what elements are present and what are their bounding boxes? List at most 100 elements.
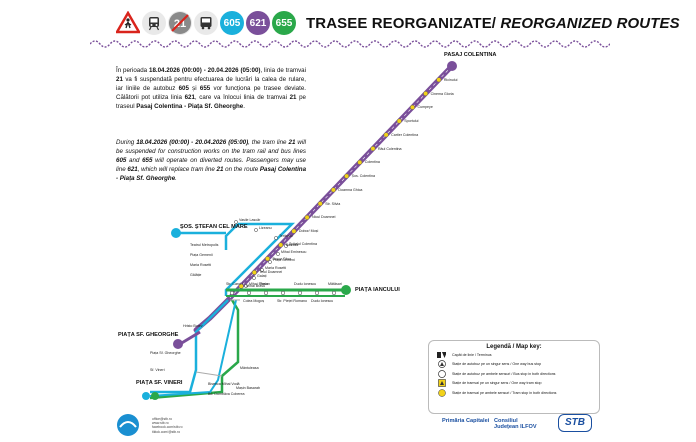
legend-row-tram-both: Stație de tramvai pe ambele sensuri / Tr… (429, 388, 599, 398)
stop-label: Galați (257, 274, 267, 278)
terminal-marker-605 (171, 228, 181, 238)
stop-label: Colea Mogoș (243, 299, 265, 303)
tram-stop-marker (436, 77, 442, 83)
bus-stop-marker (244, 284, 248, 288)
stop-label: Biserica Mihai Vodă (208, 382, 240, 386)
stop-label: Cartier Colentina (391, 132, 419, 137)
bus-stop-both-icon (437, 369, 446, 378)
header: 21 605 621 655 TRASEE REORGANIZATE/ REOR… (116, 10, 680, 36)
legend-title: Legendă / Map key: (486, 344, 542, 350)
bus-stop-marker (276, 252, 280, 256)
logo-primaria: Primăria Capitalei (442, 418, 490, 424)
legend-row-bus-oneway: Stație de autobuz pe un singur sens / On… (429, 360, 599, 370)
stop-label: Ricinului (443, 77, 458, 82)
stop-label: Mihai Bravu (246, 284, 266, 289)
stop-label: Maria Rosetti (190, 263, 212, 267)
stop-label: Gălăție (190, 273, 202, 277)
tram-stop-oneway-icon (437, 379, 446, 388)
tram-stop-marker (291, 228, 297, 234)
tram-stop-marker (331, 187, 336, 193)
tram-stop-marker (344, 173, 349, 179)
contact-tiktok[interactable]: tiktok.com/@stb.ro (152, 429, 181, 434)
terminal-marker-621 (447, 61, 457, 71)
terminal-marker-605-south (142, 392, 150, 400)
bus-stop-marker (274, 236, 278, 240)
stop-label: Spitalul Colentina (289, 242, 317, 246)
stop-label: Traian (260, 282, 271, 286)
tram-stop-marker (396, 118, 402, 124)
tram-stop-marker (278, 242, 284, 248)
bus-stop-marker (280, 290, 286, 296)
line-605-route-south (150, 299, 229, 394)
tram-stop-both-icon (437, 389, 446, 397)
legend-row-terminus: Capăt de linie / Terminus (429, 350, 599, 360)
bus-stop-marker (252, 276, 256, 280)
bus-stop-marker (229, 290, 235, 296)
pedestrian-warning-icon (116, 11, 140, 35)
stop-label: Mântuleasa (240, 366, 259, 370)
stop-label: Teatrul Metropolis (190, 243, 219, 247)
bus-stop-marker (260, 268, 264, 272)
terminal-marker-621-south (173, 339, 183, 349)
stop-label: Str. Pieței Romano (277, 299, 307, 303)
terminal-pasaj-colentina: PASAJ COLENTINA (444, 52, 497, 58)
stop-label: Mihai Bravu (249, 282, 268, 286)
stop-label: Teritorial (279, 234, 293, 238)
terminal-marker-655-south (151, 392, 159, 400)
stop-label: Sf. Vineri (150, 368, 165, 372)
stop-label: Str. Silvia (325, 201, 341, 206)
bus-stop-marker (234, 220, 238, 224)
stop-label: Str. Carol I (226, 282, 243, 286)
stop-label: Teiul Doamnei (259, 270, 283, 275)
contact-email[interactable]: office@stb.ro (152, 417, 172, 421)
tram-icon (142, 11, 166, 35)
stop-label: Vasile Lascăr (239, 218, 261, 222)
tram-stop-marker (410, 104, 415, 110)
terminal-piata-iancului: PIAȚA IANCULUI (355, 287, 400, 293)
stop-label: Bucur Obor (272, 256, 291, 261)
page-title: TRASEE REORGANIZATE/ REORGANIZED ROUTES (306, 14, 680, 32)
intro-paragraph-en: During 18.04.2026 (00:00) - 20.04.2026 (… (116, 139, 307, 182)
stop-label: Piața Sf. Gheorghe (150, 351, 181, 355)
terminal-marker-655 (341, 285, 351, 295)
legend-row-bus-both: Stație de autobuz pe ambele sensuri / Bu… (429, 369, 599, 379)
stop-label: Mașin Basarab (236, 386, 260, 390)
bus-stop-marker (284, 244, 288, 248)
stop-label: Cinema Gloria (430, 91, 454, 96)
bus-stop-marker (263, 290, 269, 296)
line-badge-621: 621 (246, 11, 270, 35)
contact-facebook[interactable]: facebook.com/stb.ro (152, 425, 183, 430)
tram-stop-marker (370, 146, 376, 151)
contact-web[interactable]: www.stb.ro (152, 421, 169, 426)
stop-label: Lizeanu (259, 226, 272, 230)
terminal-piata-sf-vineri: PIAȚA SF. VINERI (136, 380, 183, 386)
tram-stop-marker (383, 132, 389, 138)
terminus-icon (437, 351, 446, 359)
tram-stop-marker (251, 270, 257, 275)
tram-stop-marker (317, 201, 323, 207)
stop-label: Șos. Colentina (351, 174, 375, 179)
header-wave-divider (90, 40, 610, 48)
tram-stop-marker (265, 256, 270, 262)
footer-contacts: office@stb.ro www.stb.ro facebook.com/st… (152, 417, 183, 434)
stop-label: Doamna Ghica (338, 187, 363, 192)
bus-stop-marker (314, 290, 320, 296)
map-legend: Legendă / Map key: Capăt de linie / Term… (428, 340, 600, 414)
stop-label: Dobor/ Moși (298, 229, 319, 234)
logo-stb: STB (558, 414, 592, 432)
stop-label: Mătăsari (328, 282, 342, 286)
stop-label: Mihai Eminescu (281, 250, 307, 254)
line-badge-605: 605 (220, 11, 244, 35)
legend-row-tram-oneway: Stație de tramvai pe un singur sens / On… (429, 379, 599, 389)
tram-stop-marker (357, 159, 363, 165)
stop-label: Dudu Ionescu (294, 282, 317, 286)
bus-stop-marker (254, 228, 258, 232)
stb-qr-logo (116, 413, 148, 437)
stop-label: Hristo Botev (183, 324, 203, 328)
bus-stop-marker (331, 290, 337, 296)
bus-stop-marker (246, 290, 252, 296)
stop-label: Piața Gemeni (273, 258, 295, 262)
stop-label: Bd. Dumbăva Coberea (208, 392, 245, 396)
tram-21-crossed-icon: 21 (168, 11, 192, 35)
